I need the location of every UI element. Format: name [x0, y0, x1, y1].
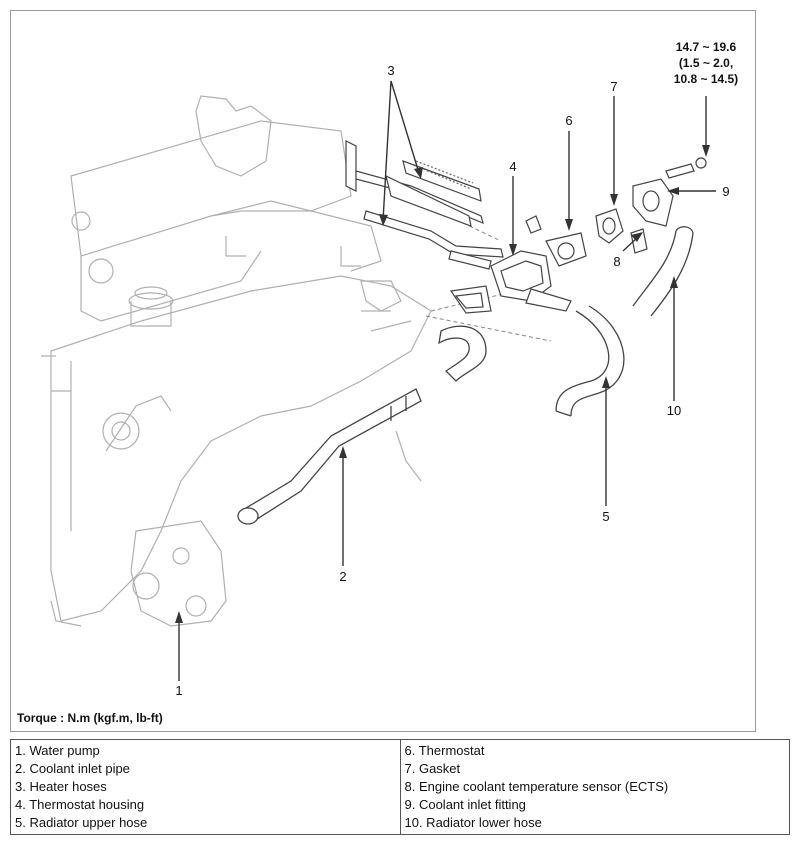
coolant-inlet-fitting [630, 157, 707, 254]
legend-item-10: 10. Radiator lower hose [404, 815, 542, 830]
callout-3: 3 [387, 63, 394, 78]
engine-block-outline [41, 95, 432, 627]
diagram-drawing: 1 2 3 4 5 6 7 8 9 10 14.7 ~ 19.6 (1.5 ~ … [41, 40, 738, 698]
leader-3a [382, 80, 392, 222]
legend-item-2: 2. Coolant inlet pipe [15, 761, 130, 776]
legend-item-5: 5. Radiator upper hose [15, 815, 148, 830]
thermostat [525, 215, 587, 267]
heater-hoses [345, 140, 504, 258]
exploded-diagram: 1 2 3 4 5 6 7 8 9 10 14.7 ~ 19.6 (1.5 ~ … [10, 10, 756, 732]
torque-line-3: 10.8 ~ 14.5) [674, 72, 738, 86]
callout-labels: 1 2 3 4 5 6 7 8 9 10 [175, 63, 729, 698]
legend-item-8: 8. Engine coolant temperature sensor (EC… [404, 779, 669, 794]
callout-2: 2 [339, 569, 346, 584]
legend-item-3: 3. Heater hoses [15, 779, 107, 794]
thermostat-housing [448, 250, 572, 314]
torque-spec: 14.7 ~ 19.6 (1.5 ~ 2.0, 10.8 ~ 14.5) [674, 40, 738, 86]
legend-item-9: 9. Coolant inlet fitting [404, 797, 526, 812]
legend-item-1: 1. Water pump [15, 743, 100, 758]
coolant-inlet-pipe [237, 325, 487, 525]
callout-10: 10 [667, 403, 681, 418]
gasket [595, 208, 624, 244]
radiator-lower-hose [632, 226, 694, 317]
callout-9: 9 [722, 184, 729, 199]
legend-left-column: 1. Water pump 2. Coolant inlet pipe 3. H… [10, 739, 401, 835]
callout-6: 6 [565, 113, 572, 128]
legend-item-7: 7. Gasket [404, 761, 461, 776]
torque-line-2: (1.5 ~ 2.0, [679, 56, 733, 70]
torque-line-1: 14.7 ~ 19.6 [676, 40, 737, 54]
leader-arrows [178, 80, 716, 681]
callout-4: 4 [509, 159, 516, 174]
radiator-upper-hose [555, 305, 625, 417]
torque-units-note: Torque : N.m (kgf.m, lb-ft) [17, 711, 163, 725]
legend-item-4: 4. Thermostat housing [15, 797, 145, 812]
legend-item-6: 6. Thermostat [404, 743, 485, 758]
callout-5: 5 [602, 509, 609, 524]
legend-right-column: 6. Thermostat 7. Gasket 8. Engine coolan… [399, 739, 790, 835]
callout-8: 8 [613, 254, 620, 269]
parts-legend: 1. Water pump 2. Coolant inlet pipe 3. H… [10, 739, 790, 835]
arrow-heads [175, 145, 710, 623]
callout-1: 1 [175, 683, 182, 698]
leader-3b [390, 80, 420, 174]
callout-7: 7 [610, 79, 617, 94]
